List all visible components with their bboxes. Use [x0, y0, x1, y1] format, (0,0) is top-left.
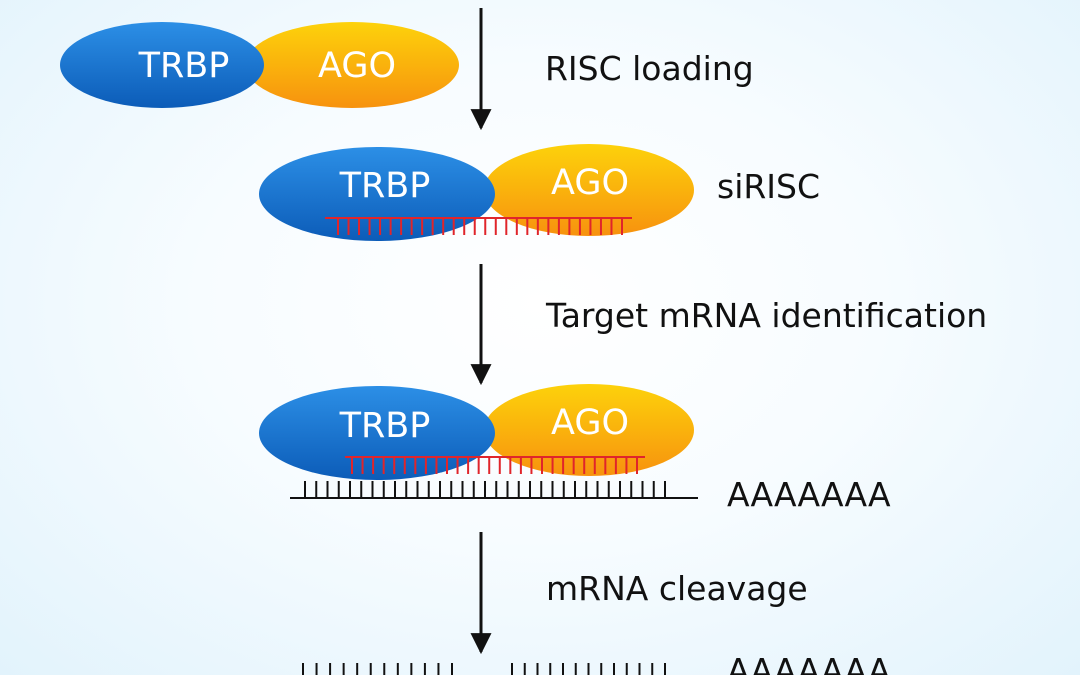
step-label-target-identification: Target mRNA identification — [545, 296, 987, 335]
trbp-label: TRBP — [339, 406, 431, 446]
ago-protein — [245, 22, 459, 108]
ago-label: AGO — [318, 46, 396, 86]
poly-a-tail-label: AAAAAAA — [727, 475, 891, 514]
cleaved-mrna-fragment-5prime — [302, 663, 453, 675]
ago-label: AGO — [551, 163, 629, 203]
step-label-sirisc: siRISC — [717, 167, 820, 206]
ago-label: AGO — [551, 403, 629, 443]
poly-a-tail-label-cleaved: AAAAAAA — [727, 651, 891, 675]
complex-target-bound: TRBP AGO — [259, 384, 698, 499]
trbp-label: TRBP — [138, 46, 230, 86]
ago-protein — [484, 384, 694, 476]
sirna-guide-strand — [325, 217, 632, 235]
sirna-guide-strand — [345, 456, 645, 474]
step-label-risc-loading: RISC loading — [545, 49, 754, 88]
ago-protein — [484, 144, 694, 236]
step-label-cleavage: mRNA cleavage — [546, 569, 808, 608]
complex-unloaded: TRBP AGO — [60, 22, 459, 108]
cleaved-mrna-fragment-3prime — [511, 663, 666, 675]
trbp-label: TRBP — [339, 166, 431, 206]
complex-sirisc: TRBP AGO — [259, 144, 694, 241]
target-mrna-strand — [290, 481, 698, 499]
trbp-protein — [60, 22, 264, 108]
